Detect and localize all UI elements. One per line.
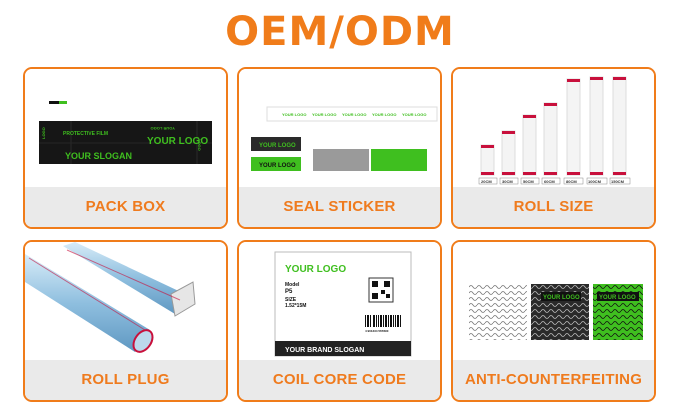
svg-text:20CM: 20CM bbox=[481, 179, 492, 184]
svg-text:YOUR LOGO: YOUR LOGO bbox=[402, 112, 426, 117]
card-caption: ROLL PLUG bbox=[25, 360, 226, 400]
label-illustration: YOUR LOGO Model P5 SIZE 1.52*15M 4 90123… bbox=[239, 242, 440, 360]
card-roll-size[interactable]: 20CM 30CM 50CM 60CM 80CM 100CM 150CM ROL… bbox=[451, 67, 656, 229]
label-logo: YOUR LOGO bbox=[285, 264, 346, 275]
pack-box-illustration: PROTECTIVE FILM YOUR LOGO LOGO LOGO YOUR… bbox=[25, 69, 226, 187]
pack-box-slogan: YOUR SLOGAN bbox=[65, 151, 132, 161]
card-caption: PACK BOX bbox=[25, 187, 226, 227]
svg-text:4 901234 567890: 4 901234 567890 bbox=[365, 329, 389, 333]
svg-text:YOUR LOGO: YOUR LOGO bbox=[599, 295, 636, 301]
roll-plug-illustration bbox=[25, 242, 226, 360]
svg-text:60CM: 60CM bbox=[544, 179, 555, 184]
card-roll-plug[interactable]: ROLL PLUG bbox=[23, 240, 228, 402]
card-pack-box[interactable]: PROTECTIVE FILM YOUR LOGO LOGO LOGO YOUR… bbox=[23, 67, 228, 229]
svg-text:YOUR LOGO: YOUR LOGO bbox=[151, 126, 175, 131]
label-slogan: YOUR BRAND SLOGAN bbox=[285, 347, 364, 354]
svg-text:LOGO: LOGO bbox=[197, 139, 202, 151]
anti-logo-dark: YOUR LOGO bbox=[543, 295, 580, 301]
svg-text:YOUR LOGO: YOUR LOGO bbox=[282, 112, 306, 117]
pack-box-logo: YOUR LOGO bbox=[147, 136, 208, 147]
svg-text:YOUR LOGO: YOUR LOGO bbox=[342, 112, 366, 117]
svg-text:SIZE: SIZE bbox=[285, 297, 297, 303]
card-coil-core-code[interactable]: YOUR LOGO Model P5 SIZE 1.52*15M 4 90123… bbox=[237, 240, 442, 402]
seal-logo-dark: YOUR LOGO bbox=[259, 143, 296, 149]
card-caption: COIL CORE CODE bbox=[239, 360, 440, 400]
svg-text:LOGO: LOGO bbox=[41, 127, 46, 139]
svg-text:YOUR LOGO: YOUR LOGO bbox=[372, 112, 396, 117]
card-caption: SEAL STICKER bbox=[239, 187, 440, 227]
page-title: OEM/ODM bbox=[225, 9, 455, 55]
svg-text:P5: P5 bbox=[285, 289, 293, 295]
card-seal-sticker[interactable]: YOUR LOGO YOUR LOGO YOUR LOGO YOUR LOGO … bbox=[237, 67, 442, 229]
svg-text:50CM: 50CM bbox=[523, 179, 534, 184]
svg-text:Model: Model bbox=[285, 282, 300, 288]
svg-text:100CM: 100CM bbox=[588, 179, 602, 184]
svg-text:YOUR LOGO: YOUR LOGO bbox=[312, 112, 336, 117]
card-anti-counterfeiting[interactable]: YOUR LOGO YOUR LOGO ANTI-COUNTERFEITING bbox=[451, 240, 656, 402]
svg-text:YOUR LOGO: YOUR LOGO bbox=[259, 163, 296, 169]
svg-text:150CM: 150CM bbox=[611, 179, 625, 184]
card-caption: ROLL SIZE bbox=[453, 187, 654, 227]
svg-text:PROTECTIVE FILM: PROTECTIVE FILM bbox=[63, 131, 108, 137]
svg-text:30CM: 30CM bbox=[502, 179, 513, 184]
roll-sizes-illustration: 20CM 30CM 50CM 60CM 80CM 100CM 150CM bbox=[453, 69, 654, 187]
card-caption: ANTI-COUNTERFEITING bbox=[453, 360, 654, 400]
svg-text:80CM: 80CM bbox=[566, 179, 577, 184]
seal-sticker-illustration: YOUR LOGO YOUR LOGO YOUR LOGO YOUR LOGO … bbox=[239, 69, 440, 187]
svg-text:1.52*15M: 1.52*15M bbox=[285, 303, 306, 309]
anti-counterfeit-illustration: YOUR LOGO YOUR LOGO bbox=[453, 242, 654, 360]
